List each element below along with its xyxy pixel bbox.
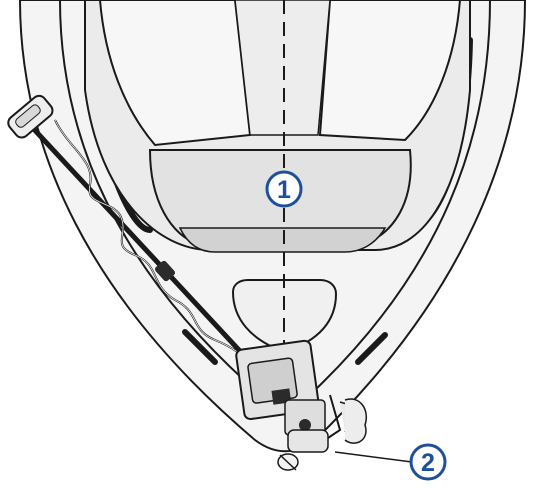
- motor-head: [7, 94, 54, 139]
- shaft-collar: [155, 260, 175, 282]
- callout-2: 2: [409, 443, 447, 481]
- hatch-center: [234, 0, 331, 136]
- propeller-icon: [277, 398, 367, 471]
- cleat-left: [182, 329, 218, 365]
- callout-2-label: 2: [421, 449, 435, 477]
- cleat-right: [355, 332, 388, 365]
- anchor-locker: [231, 279, 338, 354]
- hatch-right: [318, 0, 462, 142]
- hatch-left: [98, 0, 252, 147]
- callout-2-leader: [334, 451, 413, 463]
- trolling-motor-icon: [235, 339, 356, 441]
- motor-cable-inner: [54, 119, 266, 381]
- callout-1: 1: [265, 170, 303, 208]
- callout-1-label: 1: [277, 176, 291, 204]
- front-deck-lip: [178, 227, 387, 253]
